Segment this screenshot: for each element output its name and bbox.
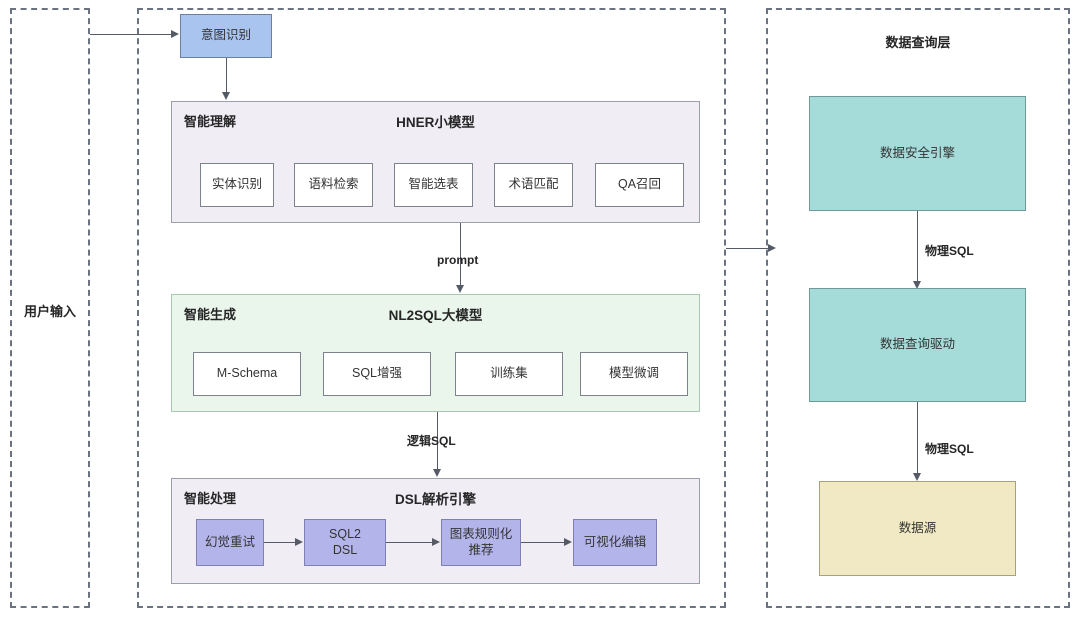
arrowhead-driver-to-datasource — [912, 473, 921, 481]
section-tag-generation: 智能生成 — [184, 307, 237, 322]
node-m-schema[interactable]: M-Schema — [193, 352, 301, 396]
connector-intent-to-understanding — [226, 58, 227, 93]
left-panel-label: 用户输入 — [23, 304, 76, 319]
edge-label-prompt: prompt — [437, 253, 479, 267]
arrowhead-sql2dsl-to-chart — [432, 537, 440, 546]
right-panel-title: 数据查询层 — [885, 35, 951, 50]
connector-security-to-driver — [917, 211, 918, 282]
middle-panel-pipeline — [137, 8, 726, 608]
connector-chart-to-visual — [521, 542, 565, 543]
connector-driver-to-datasource — [917, 402, 918, 474]
node-sql-augmentation[interactable]: SQL增强 — [323, 352, 431, 396]
node-chart-rule-recommendation[interactable]: 图表规则化 推荐 — [441, 519, 521, 566]
section-heading-nl2sql: NL2SQL大模型 — [388, 308, 483, 323]
edge-label-physical-sql-1: 物理SQL — [925, 244, 974, 258]
section-tag-processing: 智能处理 — [184, 491, 237, 506]
connector-prompt — [460, 223, 461, 286]
arrowhead-userinput-to-intent — [171, 29, 179, 38]
node-qa-recall[interactable]: QA召回 — [595, 163, 684, 207]
right-panel-data-query-layer — [766, 8, 1070, 608]
section-heading-hner: HNER小模型 — [396, 115, 475, 130]
section-heading-dsl-engine: DSL解析引擎 — [395, 492, 476, 507]
edge-label-physical-sql-2: 物理SQL — [925, 442, 974, 456]
node-model-finetuning[interactable]: 模型微调 — [580, 352, 688, 396]
arrowhead-logical-sql — [432, 469, 441, 477]
node-sql2dsl[interactable]: SQL2 DSL — [304, 519, 386, 566]
arrowhead-pipeline-to-query-layer — [768, 243, 776, 252]
node-term-matching[interactable]: 术语匹配 — [494, 163, 573, 207]
node-training-set[interactable]: 训练集 — [455, 352, 563, 396]
connector-logical-sql — [437, 412, 438, 470]
node-hallucination-retry[interactable]: 幻觉重试 — [196, 519, 264, 566]
arrowhead-security-to-driver — [912, 281, 921, 289]
node-smart-table-selection[interactable]: 智能选表 — [394, 163, 473, 207]
section-tag-understanding: 智能理解 — [184, 114, 237, 129]
left-panel-user-input — [10, 8, 90, 608]
node-corpus-retrieval[interactable]: 语料检索 — [294, 163, 373, 207]
node-data-source[interactable]: 数据源 — [819, 481, 1016, 576]
arrowhead-intent-to-understanding — [221, 92, 230, 100]
node-data-security-engine[interactable]: 数据安全引擎 — [809, 96, 1026, 211]
connector-userinput-to-intent — [90, 34, 172, 35]
node-data-query-driver[interactable]: 数据查询驱动 — [809, 288, 1026, 402]
edge-label-logical-sql: 逻辑SQL — [407, 434, 456, 448]
node-entity-recognition[interactable]: 实体识别 — [200, 163, 274, 207]
connector-retry-to-sql2dsl — [264, 542, 296, 543]
connector-pipeline-to-query-layer — [726, 248, 769, 249]
arrowhead-chart-to-visual — [564, 537, 572, 546]
arrowhead-retry-to-sql2dsl — [295, 537, 303, 546]
node-intent-recognition[interactable]: 意图识别 — [180, 14, 272, 58]
arrowhead-prompt — [455, 285, 464, 293]
node-visual-editing[interactable]: 可视化编辑 — [573, 519, 657, 566]
connector-sql2dsl-to-chart — [386, 542, 433, 543]
